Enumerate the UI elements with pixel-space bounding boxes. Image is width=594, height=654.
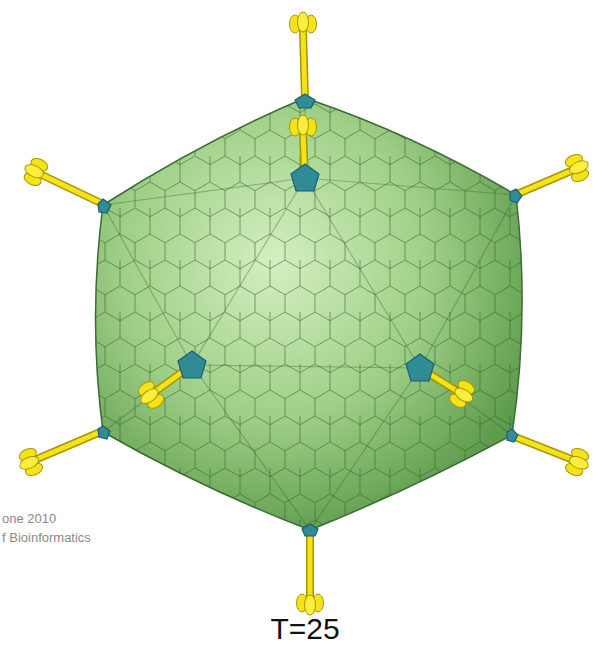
- triangulation-caption: T=25: [270, 612, 339, 646]
- watermark-text: one 2010: [2, 511, 56, 526]
- watermark-text: f Bioinformatics: [2, 530, 91, 545]
